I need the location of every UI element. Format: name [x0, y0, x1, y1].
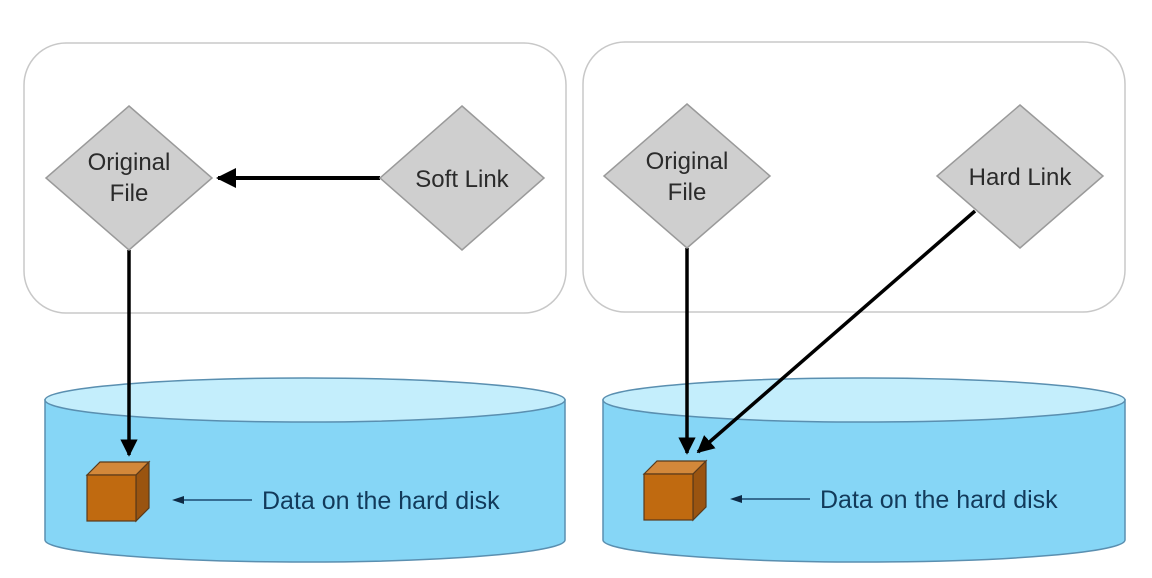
- disk-top: [44, 377, 566, 423]
- soft-link-node[interactable]: Soft Link: [378, 105, 546, 251]
- disk-label: Data on the hard disk: [820, 486, 1058, 514]
- original-file-node[interactable]: Original File: [44, 105, 214, 251]
- node-label: Original: [646, 148, 729, 175]
- node-label: File: [110, 180, 149, 207]
- hard-panel-frame: [582, 41, 1126, 313]
- node-label: File: [668, 179, 707, 206]
- disk-body: [602, 399, 1126, 563]
- original-file-node[interactable]: Original File: [602, 103, 772, 249]
- hard-link-panel: Data on the hard disk Original File Hard…: [582, 41, 1126, 563]
- node-label: Hard Link: [969, 164, 1073, 191]
- disk-label: Data on the hard disk: [262, 487, 500, 515]
- hard-link-node[interactable]: Hard Link: [935, 104, 1105, 249]
- hardlink-to-disk-arrow: [696, 209, 977, 454]
- soft-link-panel: Data on the hard disk Original File Soft…: [23, 42, 567, 563]
- disk-top: [602, 377, 1126, 423]
- disk-body: [44, 399, 566, 563]
- data-block-icon: [85, 460, 151, 523]
- node-label: Original: [88, 149, 171, 176]
- hard-hard-disk: [602, 377, 1126, 563]
- soft-hard-disk: [44, 377, 566, 563]
- data-block-icon: [642, 459, 708, 522]
- node-label: Soft Link: [415, 166, 509, 193]
